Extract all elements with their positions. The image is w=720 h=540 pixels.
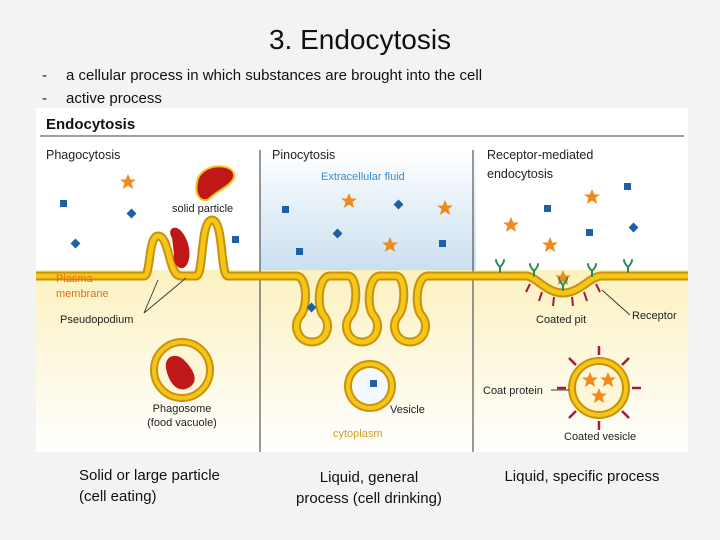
panel-title-phagocytosis: Phagocytosis <box>46 148 120 162</box>
solute-diamond <box>332 228 343 239</box>
solute-diamond <box>393 199 404 210</box>
label-pseudopodium: Pseudopodium <box>60 314 133 326</box>
label-plasma-membrane-line1: Plasma <box>56 273 94 285</box>
label-coated-vesicle: Coated vesicle <box>564 431 636 443</box>
solid-particle-engulfed <box>170 227 190 269</box>
label-receptor: Receptor <box>632 310 677 322</box>
label-extracellular-fluid: Extracellular fluid <box>321 171 405 183</box>
solute-diamond <box>628 222 639 233</box>
bullet-marker: - <box>42 90 47 107</box>
coated-vesicle-membrane <box>570 359 628 417</box>
receptor-pointer <box>601 289 631 316</box>
figure-title-band <box>40 108 688 136</box>
coat-proteins-vesicle <box>557 346 641 430</box>
solute-square <box>282 206 289 213</box>
solid-particle-outside <box>195 165 236 202</box>
solute-square <box>60 200 67 207</box>
label-cytoplasm: cytoplasm <box>333 428 383 440</box>
endocytosis-diagram: Endocytosis Phagocytosis Pinocytosis Rec… <box>36 108 688 452</box>
caption-line: (cell eating) <box>79 488 157 505</box>
solute-square <box>624 183 631 190</box>
vesicle-membrane <box>346 362 394 410</box>
solute-square <box>296 248 303 255</box>
bullet-list: - a cellular process in which substances … <box>42 64 482 110</box>
panel-title-pinocytosis: Pinocytosis <box>272 148 335 162</box>
caption-line: Liquid, general <box>319 469 419 486</box>
vesicle-solute <box>370 380 377 387</box>
label-coated-pit: Coated pit <box>536 314 586 326</box>
coat-proteins-pit <box>525 283 601 307</box>
caption-phagocytosis: Solid or large particle (cell eating) <box>79 465 279 507</box>
phagosome-membrane <box>152 340 212 400</box>
pseudopodium-pointer <box>143 279 159 314</box>
caption-line: process (cell drinking) <box>296 490 442 507</box>
caption-line: Solid or large particle <box>79 467 220 484</box>
cytoplasm-region <box>36 270 688 452</box>
bullet-item: - a cellular process in which substances … <box>42 64 482 87</box>
engulfed-particle <box>165 355 195 390</box>
plasma-membrane-core <box>36 217 688 345</box>
panel-title-receptor-line1: Receptor-mediated <box>487 148 593 162</box>
label-vesicle: Vesicle <box>390 404 425 416</box>
caption-receptor-mediated: Liquid, specific process <box>492 466 672 487</box>
bullet-marker: - <box>42 67 47 84</box>
solute-diamond <box>126 208 137 219</box>
figure-title: Endocytosis <box>46 116 135 133</box>
label-solid-particle: solid particle <box>172 203 233 215</box>
caption-pinocytosis: Liquid, general process (cell drinking) <box>280 467 458 509</box>
bullet-text: a cellular process in which substances a… <box>66 67 483 84</box>
caption-line: Liquid, specific process <box>504 468 660 485</box>
panel-title-receptor-line2: endocytosis <box>487 167 553 181</box>
bullet-item: - active process <box>42 87 482 110</box>
pseudopodium-pointer <box>143 277 187 314</box>
bullet-text: active process <box>66 90 162 107</box>
solute-square <box>586 229 593 236</box>
solute-diamond <box>70 238 81 249</box>
solute-square <box>544 205 551 212</box>
endocytosis-figure: Endocytosis Phagocytosis Pinocytosis Rec… <box>36 108 688 452</box>
label-coat-protein: Coat protein <box>483 385 543 397</box>
label-plasma-membrane-line2: membrane <box>56 288 109 300</box>
solute-square <box>439 240 446 247</box>
label-phagosome-line2: (food vacuole) <box>147 417 217 429</box>
slide-title: 3. Endocytosis <box>268 24 452 55</box>
solute-square <box>232 236 239 243</box>
label-phagosome-line1: Phagosome <box>153 403 212 415</box>
